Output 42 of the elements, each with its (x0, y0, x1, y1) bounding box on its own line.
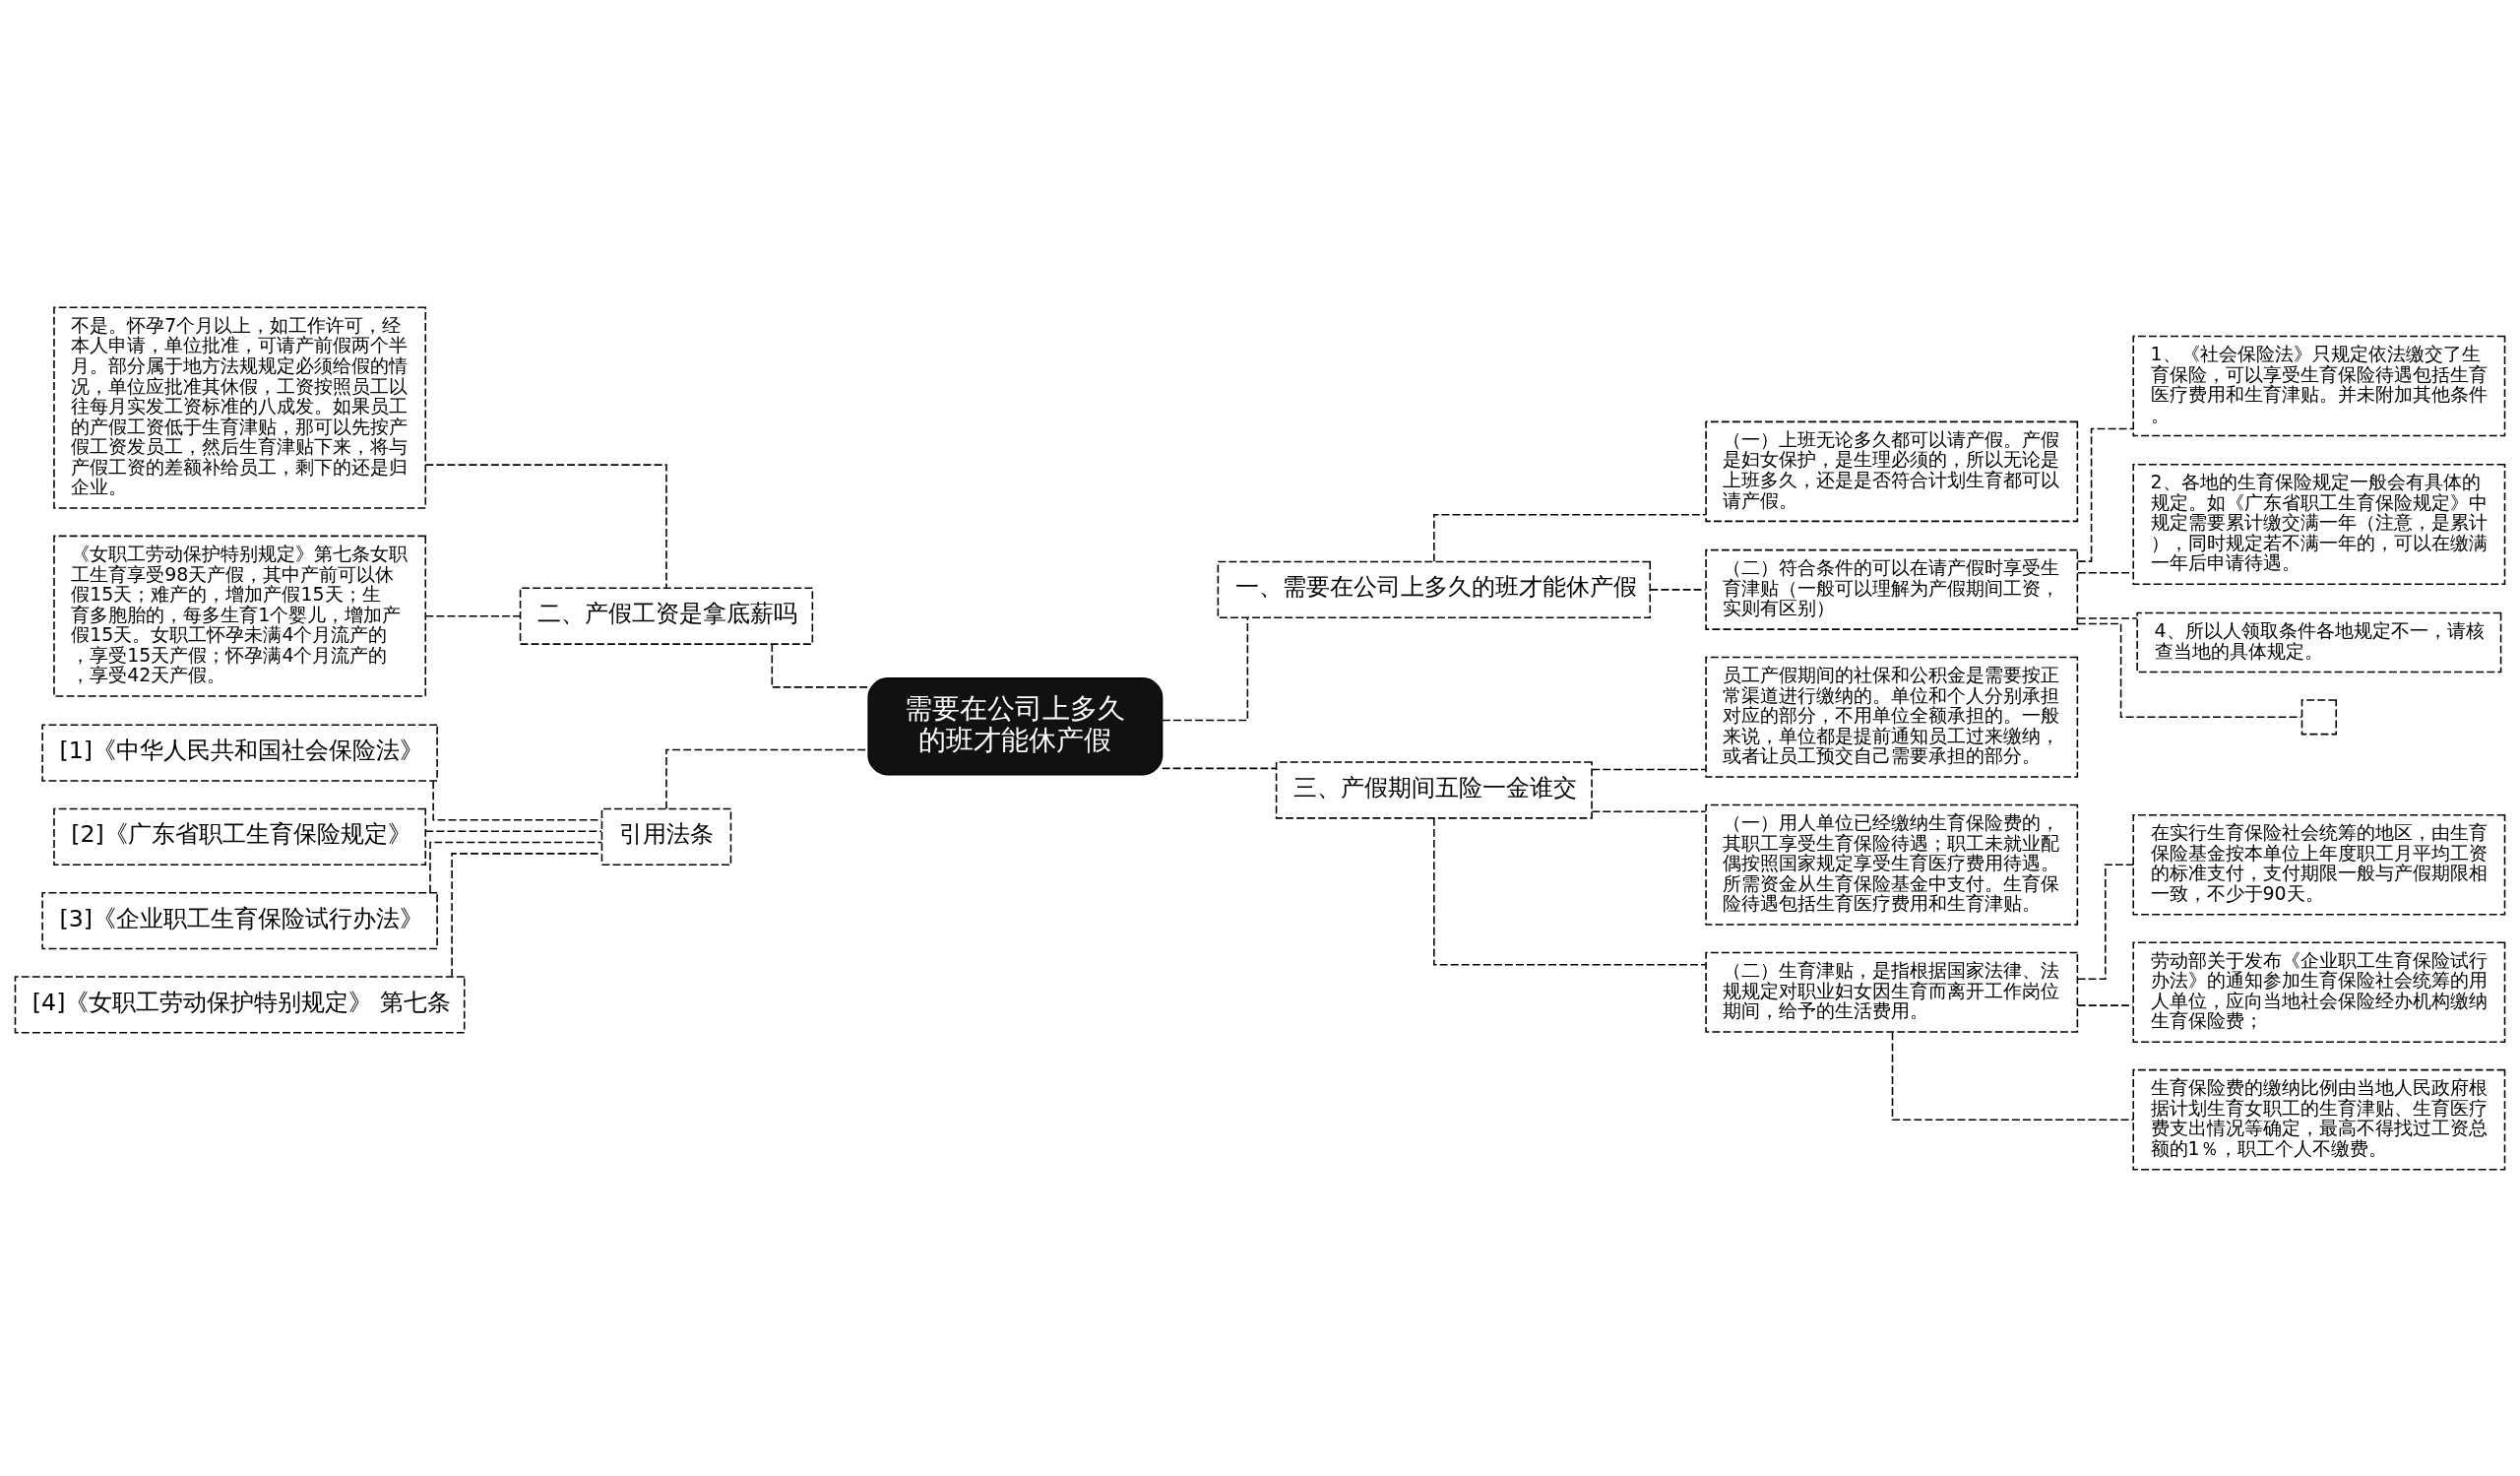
connector (1591, 768, 1707, 770)
connector (771, 642, 869, 688)
node-box: （一）用人单位已经缴纳生育保险费的，其职工享受生育保险待遇；职工未就业配偶按照国家规定享受生育医疗费用待遇。所需资金从生育保险基金中支付。生育保险待遇包括生育医疗费用和生育津贴。 (1705, 803, 2079, 926)
connector (424, 614, 522, 616)
connector (2076, 427, 2134, 562)
connector (1591, 809, 1707, 812)
node-box: [4]《女职工劳动保护特别规定》 第七条 (14, 975, 466, 1034)
node-box: 三、产假期间五险一金谁交 (1275, 760, 1593, 819)
connector (2077, 616, 2138, 619)
connector (1162, 616, 1249, 721)
connector (1649, 588, 1707, 591)
connector (1162, 767, 1277, 769)
node-box: 在实行生育保险社会统筹的地区，由生育保险基金按本单位上年度职工月平均工资的标准支付，支付期限一般与产假期限相一致，不少于90天。 (2132, 813, 2506, 916)
connector (432, 779, 602, 821)
connector (424, 463, 667, 589)
node-box: （二）生育津贴，是指根据国家法律、法规规定对职业妇女因生育而离开工作岗位期间，给予的生活费用。 (1705, 951, 2079, 1033)
node-box: （一）上班无论多久都可以请产假。产假是妇女保护，是生理必须的，所以无论是上班多久，还是是否符合计划生育都可以请产假。 (1705, 420, 2079, 522)
node-box: [2]《广东省职工生育保险规定》 (53, 807, 427, 866)
connector (424, 829, 602, 832)
connector (2077, 622, 2302, 718)
node-box: [3]《企业职工生育保险试行办法》 (41, 891, 438, 949)
connector (1433, 513, 1707, 562)
node-box: 一、需要在公司上多久的班才能休产假 (1217, 560, 1652, 618)
node-box (2300, 698, 2337, 735)
node-box: 劳动部关于发布《企业职工生育保险试行办法》的通知参加生育保险社会统筹的用人单位，应向当地社会保险经办机构缴纳生育保险费； (2132, 940, 2506, 1043)
node-box: 生育保险费的缴纳比例由当地人民政府根据计划生育女职工的生育津贴、生育医疗费支出情况等确定，最高不得找过工资总额的1％，职工个人不缴费。 (2132, 1068, 2506, 1170)
node-box: 1、《社会保险法》只规定依法缴交了生育保险，可以享受生育保险待遇包括生育医疗费用和生育津贴。并未附加其他条件。 (2132, 335, 2506, 436)
node-box: 《女职工劳动保护特别规定》第七条女职工生育享受98天产假，其中产前可以休假15天；难产的，增加产假15天；生育多胞胎的，每多生育1个婴儿，增加产假15天。女职工怀孕未满4个月流产的，享受15天产假；怀孕满4个月流产的，享受42天产假。 (53, 535, 427, 697)
node-box: 2、各地的生育保险规定一般会有具体的规定。如《广东省职工生育保险规定》中规定需要累计缴交满一年（注意，是累计），同时规定若不满一年的，可以在缴满一年后申请待遇。 (2132, 463, 2506, 585)
node-box: 4、所以人领取条件各地规定不一，请核查当地的具体规定。 (2136, 611, 2502, 673)
node-box: 需要在公司上多久的班才能休产假 (867, 676, 1164, 775)
connector (2077, 571, 2134, 574)
connector (429, 841, 603, 893)
node-box: 二、产假工资是拿底薪吗 (519, 586, 814, 645)
connector (1433, 816, 1707, 965)
node-box: 员工产假期间的社保和公积金是需要按正常渠道进行缴纳的。单位和个人分别承担对应的部分，不用单位全额承担的。一般来说，单位都是提前通知员工过来缴纳，或者让员工预交自己需要承担的部分。 (1705, 656, 2079, 778)
node-box: 引用法条 (600, 807, 732, 866)
node-box: [1]《中华人民共和国社会保险法》 (41, 723, 438, 782)
connector (1891, 1031, 2134, 1121)
node-box: 不是。怀孕7个月以上，如工作许可，经本人申请，单位批准，可请产前假两个半月。部分属于地方法规规定必须给假的情况，单位应批准其休假，工资按照员工以往每月实发工资标准的八成发。如果员工的产假工资低于生育津贴，那可以先按产假工资发员工，然后生育津贴下来，将与产假工资的差额补给员工，剩下的还是归企业。 (53, 306, 427, 509)
connector (2077, 1003, 2134, 1006)
node-box: （二）符合条件的可以在请产假时享受生育津贴（一般可以理解为产假期间工资，实则有区别） (1705, 548, 2079, 630)
